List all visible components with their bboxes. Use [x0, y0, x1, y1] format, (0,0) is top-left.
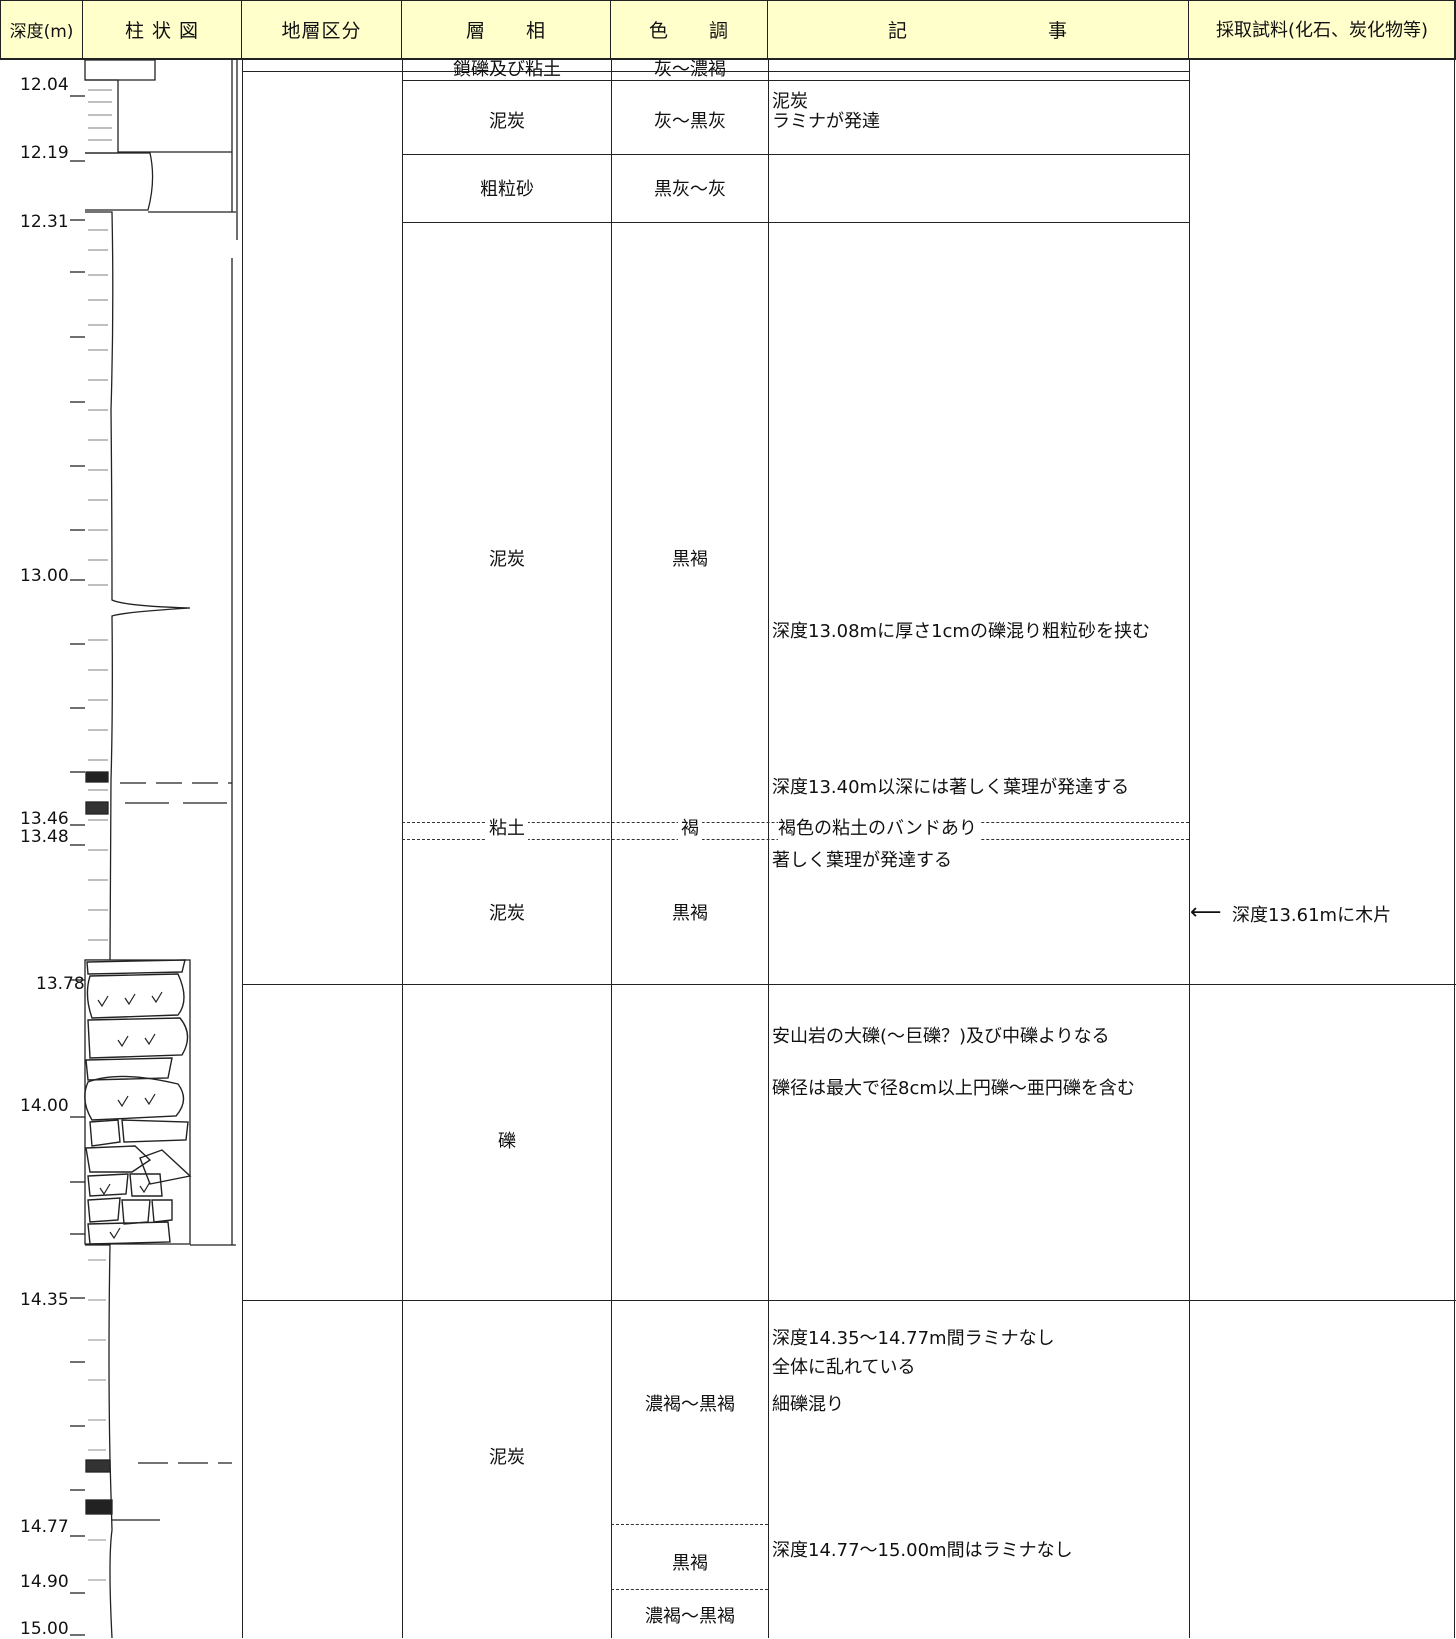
header-column: 柱 状 図: [83, 0, 242, 58]
depth-label: 13.78: [36, 974, 85, 994]
note-text: ラミナが発達: [772, 111, 880, 132]
left-arrow-icon: ⟵: [1190, 900, 1222, 925]
boundary-color-1: [611, 1524, 768, 1525]
color-label: 褐: [678, 818, 702, 840]
depth-label: 12.31: [20, 212, 69, 232]
depth-label: 13.48: [20, 827, 69, 847]
note-text: 泥炭: [772, 91, 808, 112]
color-label: 灰～黒灰: [654, 111, 726, 132]
top-border: [0, 0, 1456, 1]
facies-label: 鎖礫及び粘土: [453, 59, 561, 80]
facies-label: 粘土: [486, 818, 528, 840]
facies-label: 泥炭: [489, 111, 525, 132]
note-text: 礫径は最大で径8cm以上円礫～亜円礫を含む: [772, 1078, 1135, 1099]
col-line-right: [1454, 0, 1455, 1638]
header-notes: 記 事: [768, 0, 1189, 58]
color-label: 黒褐: [672, 903, 708, 924]
col-line-samples-left: [1189, 58, 1190, 1638]
note-text: 深度14.35～14.77m間ラミナなし: [772, 1328, 1055, 1349]
color-label: 濃褐～黒褐: [645, 1606, 735, 1627]
color-label: 濃褐～黒褐: [645, 1394, 735, 1415]
facies-label: 泥炭: [489, 1447, 525, 1468]
boundary-color-2: [611, 1589, 768, 1590]
depth-label: 14.35: [20, 1290, 69, 1310]
boundary-gravel-top: [242, 984, 1456, 985]
depth-label: 14.90: [20, 1572, 69, 1592]
depth-label: 14.77: [20, 1517, 69, 1537]
col-line-notes-left: [768, 58, 769, 1638]
depth-label: 14.00: [20, 1096, 69, 1116]
note-text: 細礫混り: [772, 1394, 844, 1415]
lithologic-column: [70, 60, 238, 1638]
boundary-gravel-bottom: [242, 1300, 1456, 1301]
header-facies: 層 相: [402, 0, 611, 58]
note-text: 褐色の粘土のバンドあり: [778, 818, 980, 840]
color-label: 黒灰～灰: [654, 179, 726, 200]
note-text: 深度13.40m以深には著しく葉理が発達する: [772, 777, 1130, 798]
facies-label: 礫: [498, 1131, 516, 1152]
note-text: 安山岩の大礫(～巨礫？)及び中礫よりなる: [772, 1026, 1110, 1047]
note-text: 深度13.08mに厚さ1cmの礫混り粗粒砂を挟む: [772, 621, 1150, 642]
note-text: 著しく葉理が発達する: [772, 850, 952, 871]
col-line-facies-left: [402, 58, 403, 1638]
depth-label: 12.04: [20, 75, 69, 95]
boundary-4: [402, 222, 1189, 223]
header-samples: 採取試料(化石、炭化物等): [1189, 0, 1456, 58]
facies-label: 粗粒砂: [480, 179, 534, 200]
header-divider: [0, 58, 1456, 60]
color-label: 黒褐: [672, 1553, 708, 1574]
header-stratum: 地層区分: [242, 0, 402, 58]
header-color: 色 調: [611, 0, 768, 58]
depth-label: 13.00: [20, 566, 69, 586]
depth-label: 13.46: [20, 809, 69, 829]
note-text: 全体に乱れている: [772, 1357, 916, 1378]
color-label: 灰～濃褐: [654, 59, 726, 80]
depth-label: 12.19: [20, 143, 69, 163]
facies-label: 泥炭: [489, 549, 525, 570]
sample-note: 深度13.61mに木片: [1232, 905, 1392, 926]
col-line-color-left: [611, 58, 612, 1638]
col-line-stratum-left: [242, 58, 243, 1638]
header-depth: 深度(m): [0, 0, 83, 58]
boundary-1: [242, 71, 1189, 72]
color-label: 黒褐: [672, 549, 708, 570]
facies-label: 泥炭: [489, 903, 525, 924]
depth-label: 15.00: [20, 1619, 69, 1639]
note-text: 深度14.77～15.00m間はラミナなし: [772, 1540, 1073, 1561]
boundary-2: [402, 80, 1189, 81]
boundary-3: [402, 154, 1189, 155]
